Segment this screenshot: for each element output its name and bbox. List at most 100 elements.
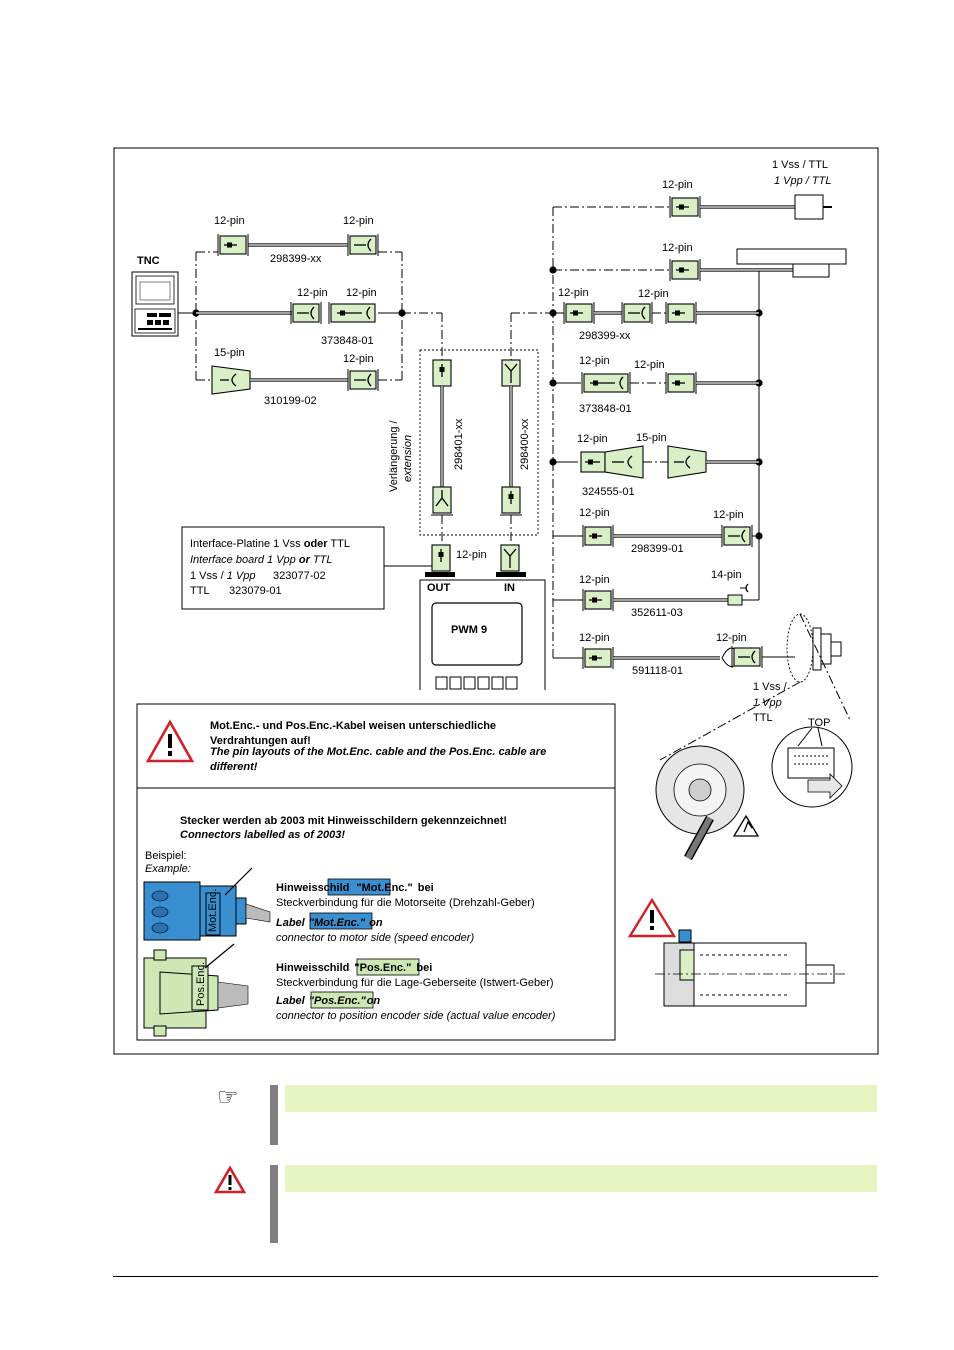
mot-suffix-en: on xyxy=(366,917,383,929)
warning-triangle-icon xyxy=(214,1165,246,1194)
right8-signal-b: 1 Vpp xyxy=(753,697,782,709)
pos-suffix-en: on xyxy=(367,995,381,1007)
right-cable-8: 12-pin 12-pin 591118-01 1 Vss / 1 Vpp TT… xyxy=(553,613,851,761)
svg-text:Label "Pos.Enc."on: Label "Pos.Enc."on xyxy=(276,995,380,1007)
left1-part: 298399-xx xyxy=(270,253,322,265)
pwm-pin-label: 12-pin xyxy=(456,549,487,561)
mot-prefix-en: Label xyxy=(276,917,308,929)
svg-text:Hinweisschild "Mot.Enc." bei: Hinweisschild "Mot.Enc." bei xyxy=(276,882,434,894)
motor-illustration xyxy=(627,897,848,1007)
warning-bar xyxy=(285,1165,877,1192)
pos-tag-de: "Pos.Enc." xyxy=(354,962,411,974)
iface-line3-c: 323077-02 xyxy=(273,570,326,582)
iface-line1-a: Interface-Platine 1 Vss xyxy=(190,538,304,550)
iface-line1-c: TTL xyxy=(328,538,350,550)
mot-tag-en: "Mot.Enc." xyxy=(309,917,366,929)
pos-suffix-de: bei xyxy=(413,962,432,974)
mot-tag-de: "Mot.Enc." xyxy=(356,882,412,894)
iface-line2-c: TTL xyxy=(310,554,333,566)
right3-part: 298399-xx xyxy=(579,330,631,342)
label-title-en: Connectors labelled as of 2003! xyxy=(180,829,345,841)
pos-line2-en: connector to position encoder side (actu… xyxy=(276,1010,556,1022)
left-cable-3: 15-pin 12-pin 310199-02 xyxy=(196,347,402,407)
iface-line3-a: 1 Vss / xyxy=(190,570,227,582)
right8-signal-a: 1 Vss / xyxy=(753,681,788,693)
left-cable-1: 12-pin 12-pin 298399-xx xyxy=(196,215,402,265)
left3-pin-a: 15-pin xyxy=(214,347,245,359)
right7-pin-b: 14-pin xyxy=(711,569,742,581)
pwm-label: PWM 9 xyxy=(451,624,487,636)
label-example-en: Example: xyxy=(145,863,191,875)
label-title-de: Stecker werden ab 2003 mit Hinweisschild… xyxy=(180,815,507,827)
extension-cables: 298401-xx 298400-xx Verlängerung / exten… xyxy=(388,312,553,536)
encoder-illustration xyxy=(655,726,853,861)
mot-suffix-de: bei xyxy=(415,882,434,894)
svg-text:Interface-Platine 1 Vss oder T: Interface-Platine 1 Vss oder TTL xyxy=(190,538,350,550)
pointing-hand-icon: ☞ xyxy=(217,1084,239,1111)
right8-signal-c: TTL xyxy=(753,712,773,724)
right1-signal-a: 1 Vss / TTL xyxy=(772,159,828,171)
right-cable-4: 12-pin 12-pin 373848-01 xyxy=(553,355,759,415)
ext-part-in: 298400-xx xyxy=(519,418,531,470)
diagram-frame xyxy=(113,147,879,1055)
right3-pin-a: 12-pin xyxy=(558,287,589,299)
right8-pin-b: 12-pin xyxy=(716,632,747,644)
right-cable-2: 12-pin xyxy=(553,242,847,286)
left-cable-2: 12-pin 12-pin 373848-01 xyxy=(196,287,402,347)
warning-box: Mot.Enc.- und Pos.Enc.-Kabel weisen unte… xyxy=(136,703,616,789)
left3-pin-b: 12-pin xyxy=(343,353,374,365)
right8-top-label: TOP xyxy=(808,717,830,729)
right2-pin-a: 12-pin xyxy=(662,242,693,254)
ext-label-de: Verlängerung / xyxy=(388,420,400,492)
right-cable-1: 12-pin 1 Vss / TTL 1 Vpp / TTL xyxy=(553,159,832,220)
right5-pin-a: 12-pin xyxy=(577,433,608,445)
right4-pin-a: 12-pin xyxy=(579,355,610,367)
pwm-in-label: IN xyxy=(504,582,515,594)
right7-pin-a: 12-pin xyxy=(579,574,610,586)
svg-text:Label "Mot.Enc." on: Label "Mot.Enc." on xyxy=(276,917,383,929)
svg-text:1 Vss / 1 Vpp: 1 Vss / 1 Vpp xyxy=(190,570,255,582)
mot-plug-text: Mot.Enc. xyxy=(207,889,219,932)
right5-part: 324555-01 xyxy=(582,486,635,498)
right6-pin-b: 12-pin xyxy=(713,509,744,521)
mot-enc-plug: Mot.Enc. xyxy=(143,867,271,941)
note-rule xyxy=(270,1085,278,1145)
ext-label-en: extension xyxy=(402,435,414,482)
connector-label-box: Stecker werden ab 2003 mit Hinweisschild… xyxy=(136,787,616,1041)
pos-prefix-en: Label xyxy=(276,995,308,1007)
right-cable-5: 12-pin 15-pin 324555-01 xyxy=(553,432,759,498)
pos-prefix-de: Hinweisschild xyxy=(276,962,352,974)
warning-rule xyxy=(270,1165,278,1243)
right6-pin-a: 12-pin xyxy=(579,507,610,519)
right6-part: 298399-01 xyxy=(631,543,684,555)
left2-pin-b: 12-pin xyxy=(346,287,377,299)
pwm-out-label: OUT xyxy=(427,582,451,594)
right8-part: 591118-01 xyxy=(632,665,683,677)
right-cable-3: 12-pin 12-pin 298399-xx xyxy=(553,287,759,342)
left2-pin-a: 12-pin xyxy=(297,287,328,299)
warning-line2-en: different! xyxy=(210,761,258,773)
svg-text:Interface board 1 Vpp or TTL: Interface board 1 Vpp or TTL xyxy=(190,554,332,566)
left2-part: 373848-01 xyxy=(321,335,374,347)
right7-part: 352611-03 xyxy=(631,607,683,619)
pos-tag-en: "Pos.Enc." xyxy=(309,995,367,1007)
right5-pin-b: 15-pin xyxy=(636,432,667,444)
iface-line2-b: or xyxy=(299,554,311,566)
pos-plug-text: Pos.Enc. xyxy=(195,962,207,1006)
tnc-label: TNC xyxy=(137,255,160,267)
ext-part-out: 298401-xx xyxy=(453,418,465,470)
iface-line2-a: Interface board 1 Vpp xyxy=(190,554,299,566)
right3-pin-b: 12-pin xyxy=(638,288,669,300)
right1-pin-a: 12-pin xyxy=(662,179,693,191)
pos-line2-de: Steckverbindung für die Lage-Geberseite … xyxy=(276,977,554,989)
right-cable-6: 12-pin 12-pin 298399-01 xyxy=(553,507,759,555)
mot-line2-de: Steckverbindung für die Motorseite (Dreh… xyxy=(276,897,535,909)
iface-line1-b: oder xyxy=(304,538,329,550)
right4-part: 373848-01 xyxy=(579,403,632,415)
tnc-unit xyxy=(131,271,179,337)
mot-prefix-de: Hinweisschild xyxy=(276,882,352,894)
pos-enc-plug: Pos.Enc. xyxy=(143,943,249,1037)
mot-line2-en: connector to motor side (speed encoder) xyxy=(276,932,474,944)
right1-signal-b: 1 Vpp / TTL xyxy=(774,175,831,187)
warning-line2-de: Verdrahtungen auf! xyxy=(210,735,311,747)
